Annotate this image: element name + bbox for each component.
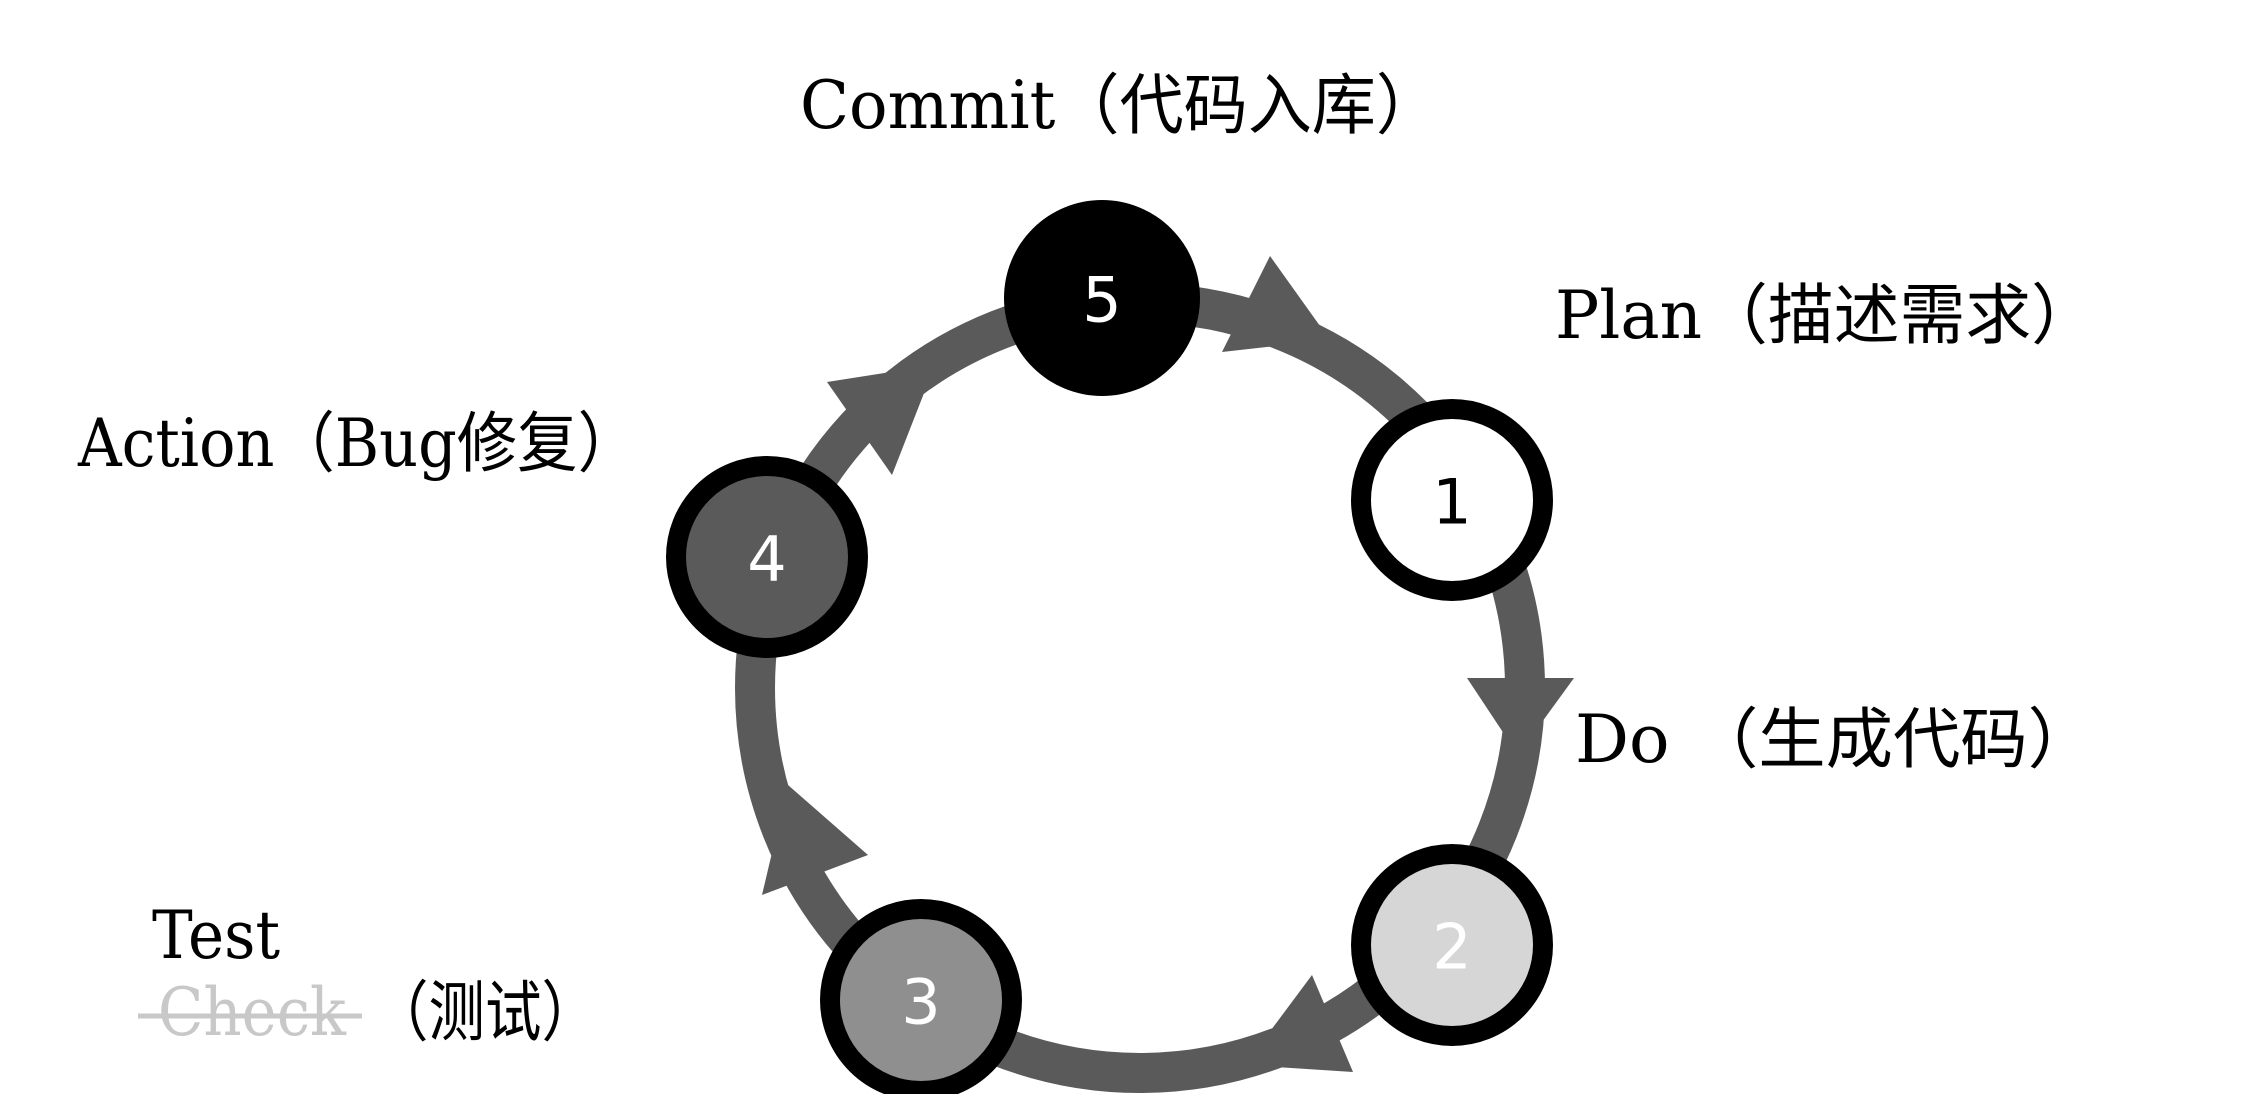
step-number-3: 3 [901, 966, 940, 1039]
step-circle-5 [1004, 200, 1200, 396]
step-circle-1 [1351, 399, 1553, 601]
step-node-5: 5 [1004, 200, 1200, 396]
step-circle-4 [666, 456, 868, 658]
arrow-test-to-action [762, 785, 868, 895]
arrow-plan-to-do [1467, 678, 1574, 755]
label-commit: Commit（代码入库） [800, 67, 1440, 144]
label-action: Action（Bug修复） [77, 405, 638, 482]
step-number-5: 5 [1082, 264, 1121, 337]
arrow-do-to-test [1245, 975, 1353, 1072]
label-do: Do （生成代码） [1575, 701, 2095, 778]
step-number-4: 4 [747, 523, 786, 596]
step-number-2: 2 [1432, 911, 1471, 984]
label-check-struck: Check [158, 974, 347, 1051]
step-node-4: 4 [666, 456, 868, 658]
step-circle-2 [1351, 844, 1553, 1046]
step-node-3: 3 [820, 899, 1022, 1094]
label-test-chinese: （测试） [372, 974, 598, 1051]
arrow-action-to-commit [827, 365, 935, 475]
arrow-commit-to-plan [1222, 256, 1330, 352]
step-circle-3 [820, 899, 1022, 1094]
label-plan: Plan（描述需求） [1555, 277, 2097, 354]
label-test: Test [152, 897, 280, 974]
step-node-1: 1 [1351, 399, 1553, 601]
step-number-1: 1 [1432, 466, 1471, 539]
step-node-2: 2 [1351, 844, 1553, 1046]
